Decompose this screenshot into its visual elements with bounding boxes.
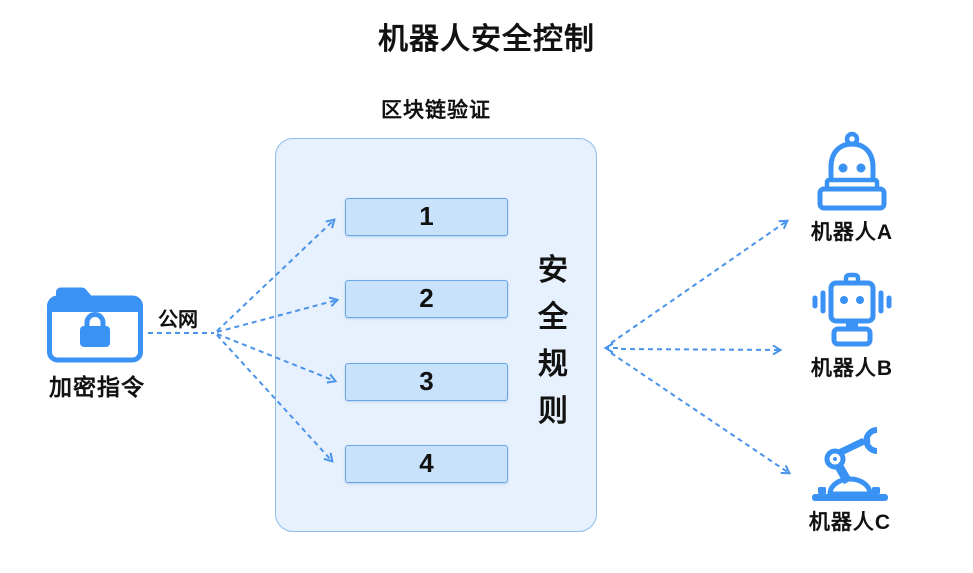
square-robot-icon [812, 272, 892, 347]
block-3: 3 [345, 363, 508, 401]
robot-c-label: 机器人C [808, 511, 892, 534]
encrypted-command-label: 加密指令 [49, 374, 145, 400]
robot-c: 机器人C [785, 427, 915, 536]
robot-arm-icon [812, 427, 888, 501]
block-2: 2 [345, 280, 508, 318]
locked-folder-icon [47, 287, 143, 363]
robot-a-label: 机器人A [810, 221, 894, 244]
block-4: 4 [345, 445, 508, 483]
robot-a: 机器人A [787, 131, 917, 246]
robot-b: 机器人B [787, 271, 917, 382]
public-network-label: 公网 [158, 309, 198, 331]
page-title: 机器人安全控制 [378, 23, 595, 56]
blockchain-panel-title: 区块链验证 [381, 99, 491, 122]
block-1: 1 [345, 198, 508, 236]
security-rules-label: 安全规则 [538, 254, 568, 428]
robot-b-label: 机器人B [810, 357, 894, 380]
dome-robot-icon [817, 131, 887, 211]
